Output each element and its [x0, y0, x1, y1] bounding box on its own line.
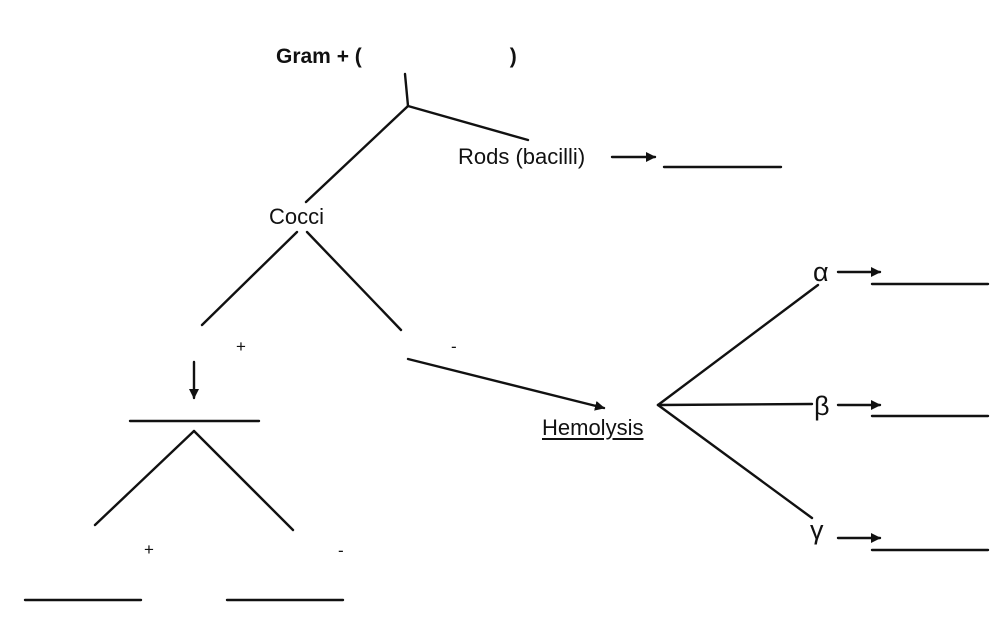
root-label-prefix: Gram + ( — [276, 45, 362, 68]
hemolysis-gamma-line — [656, 403, 814, 520]
cocci-label: Cocci — [269, 204, 325, 229]
rods-label: Rods (bacilli) — [458, 144, 586, 169]
hemolysis-alpha-line — [656, 283, 820, 407]
lower-left-branch-line — [93, 429, 196, 527]
cocci-right-branch-line — [305, 230, 403, 332]
hemolysis-beta-line — [656, 402, 814, 407]
cocci-left-branch-line — [200, 230, 299, 327]
root-stem-line — [403, 72, 410, 108]
cocci-plus-sign: + — [236, 337, 246, 356]
lower-plus-sign: + — [144, 540, 154, 559]
alpha-label: α — [813, 257, 829, 287]
lower-minus-sign: - — [338, 541, 344, 560]
hemolysis-label: Hemolysis — [542, 415, 644, 440]
root-label-suffix: ) — [509, 45, 517, 68]
root-to-rods-line — [406, 104, 530, 142]
gamma-label: γ — [810, 515, 824, 545]
cocci-minus-sign: - — [451, 337, 457, 356]
root-label: Gram + () — [276, 46, 517, 67]
lower-right-branch-line — [192, 429, 295, 532]
minus-to-hemolysis-arrow — [406, 357, 606, 411]
beta-label: β — [814, 391, 830, 421]
root-to-cocci-line — [304, 104, 410, 204]
